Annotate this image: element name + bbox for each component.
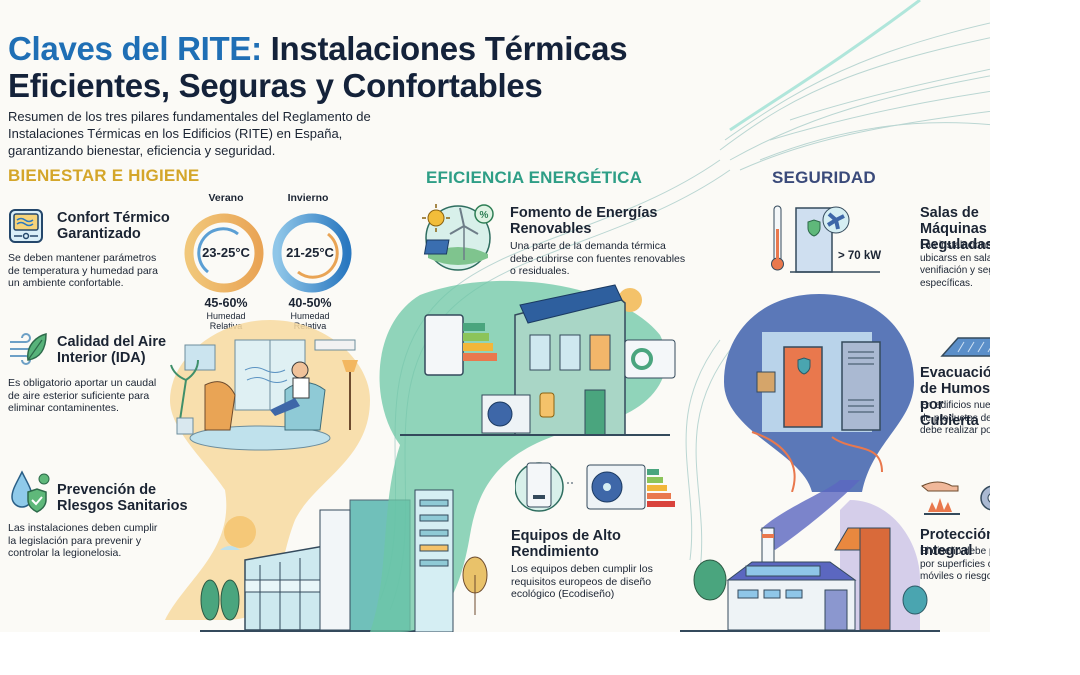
card-title-evacuacion: Evacuación de Humos por Cubierta <box>920 365 990 429</box>
title-line2: Eficientes, Seguras y Confortables <box>8 67 543 104</box>
title-accent: Claves del RITE: <box>8 30 262 67</box>
protection-icons <box>921 481 990 515</box>
card-title-proteccion: Protección Integral <box>920 527 990 559</box>
card-text-proteccion: El diseño debe prevenir accidentes por s… <box>920 546 990 582</box>
card-title-line2: Renovables <box>510 221 592 237</box>
card-title-line1: Equipos de Alto <box>511 528 621 544</box>
card-title-line1: Fomento de Energías <box>510 205 658 221</box>
hot-surface-icon <box>921 481 960 515</box>
summer-temp: 23-25°C <box>202 245 250 260</box>
card-text-salas: Las instalaciones > 70 kW deben ubicarss… <box>920 240 990 289</box>
machine-room-icon <box>771 205 880 273</box>
page-title: Claves del RITE: Instalaciones Térmicas … <box>8 30 628 104</box>
card-title-line1: Confort Térmico <box>57 210 170 226</box>
card-text-renovables: Una parte de la demanda térmica debe cub… <box>510 240 686 277</box>
page-subtitle: Resumen de los tres pilares fundamentale… <box>8 109 371 158</box>
percent-badge: % <box>480 210 489 221</box>
infographic-canvas: Claves del RITE: Instalaciones Térmicas … <box>8 0 990 632</box>
card-title-line1: Evacuación de Humos <box>920 365 990 397</box>
gear-wrench-icon <box>980 485 990 511</box>
card-title-line2: Interior (IDA) <box>57 350 146 366</box>
humidity-label-line2: Relativa <box>209 321 243 331</box>
title-line1: Instalaciones Térmicas <box>270 30 628 67</box>
section-heading-bienestar: BIENESTAR E HIGIENE <box>8 166 200 185</box>
living-room-illustration <box>165 320 370 620</box>
card-title-line2: Reguladas <box>920 237 990 253</box>
card-title-salas: Salas de Máquinas Reguladas <box>920 205 990 253</box>
summer-label: Verano <box>208 192 244 204</box>
section-heading-seguridad: SEGURIDAD <box>772 168 876 187</box>
card-title-line1: Calidad del Aire <box>57 334 167 350</box>
air-leaf-icon <box>10 333 47 365</box>
winter-humidity: 40-50% <box>288 296 332 310</box>
winter-temp: 21-25°C <box>286 245 334 260</box>
card-text-calidad-aire: Es obligatorio aportar un caudal de aire… <box>8 377 157 414</box>
card-title-renovables: Fomento de Energías Renovables <box>510 205 657 237</box>
water-drop-shield-icon <box>11 470 50 513</box>
card-title-equipos: Equipos de Alto Rendimiento <box>511 528 621 560</box>
humidity-label-line1: Humedad <box>206 311 246 321</box>
card-text-evacuacion: En edificios nuevos, la evacuación de pr… <box>920 400 990 436</box>
card-text-confort: Se deben mantener parámetros de temperat… <box>8 252 159 289</box>
winter-label: Invierno <box>287 192 329 204</box>
card-title-riesgos: Prevención de Rlesgos Sanitarios <box>57 482 188 514</box>
card-text-riesgos: Las instalaciones deben cumplir la legis… <box>8 522 158 559</box>
thermostat-icon <box>9 209 43 243</box>
card-title-calidad-aire: Calidad del Aire Interior (IDA) <box>57 334 166 366</box>
humidity-label-line2: Relativa <box>293 321 327 331</box>
power-threshold-badge: > 70 kW <box>838 250 882 262</box>
card-title-line1: Salas de Máquinas <box>920 205 987 237</box>
efficient-house-illustration <box>370 280 676 632</box>
summer-humidity: 45-60% <box>204 296 248 310</box>
winter-humidity-label: Humedad Relativa <box>280 311 340 331</box>
card-title-line2: Rlesgos Sanitarios <box>57 498 188 514</box>
card-title-line2: Rendimiento <box>511 544 599 560</box>
machine-room-illustration <box>724 294 914 492</box>
summer-humidity-label: Humedad Relativa <box>196 311 256 331</box>
card-title-line1: Prevención de <box>57 482 157 498</box>
section-heading-eficiencia: EFICIENCIA ENERGÉTICA <box>426 168 643 187</box>
renewables-icon: % <box>422 204 494 271</box>
chimney-roof-icon <box>940 337 990 357</box>
card-title-confort: Confort Térmico Garantizado <box>57 210 170 242</box>
comfort-loop-diagram <box>184 213 352 293</box>
card-text-equipos: Los equipos deben cumplir los requisitos… <box>511 563 653 600</box>
card-title-line2: Garantizado <box>57 226 141 242</box>
heat-pump-icon <box>515 462 675 512</box>
card-title-line2: por Cubierta <box>920 397 979 429</box>
factory-illustration <box>680 480 940 632</box>
humidity-label-line1: Humedad <box>290 311 330 321</box>
